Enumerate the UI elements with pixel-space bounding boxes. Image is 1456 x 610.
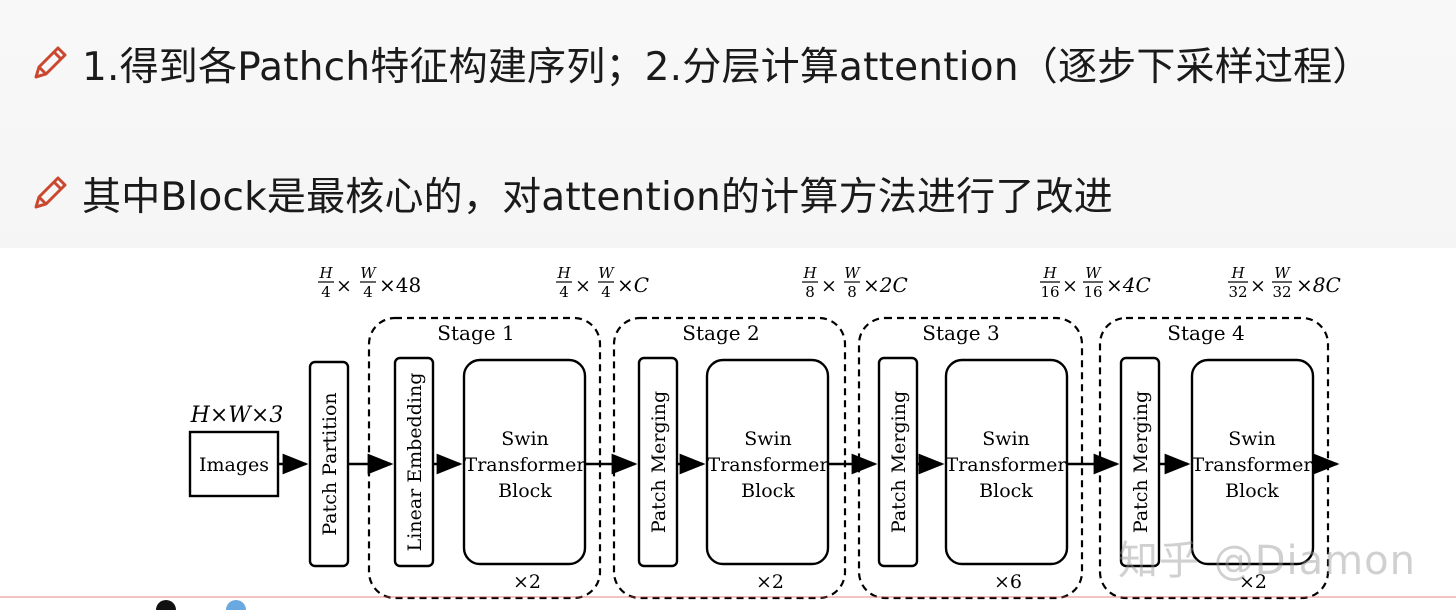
swin-block-line: Block [498,480,552,502]
dim-label-2: H 4 × W 4 ×C [556,264,649,301]
svg-text:16: 16 [1083,283,1102,301]
bullet-text: 其中Block是最核心的，对attention的计算方法进行了改进 [82,175,1113,220]
svg-text:4: 4 [363,283,373,301]
linear-embedding-label: Linear Embedding [404,373,426,552]
patch-merging-label: Patch Merging [888,391,910,533]
patch-partition-label: Patch Partition [319,392,341,535]
svg-text:W: W [844,264,861,282]
swin-block-stage-4: Swin Transformer Block [1190,358,1315,566]
svg-text:×48: ×48 [379,273,421,297]
svg-text:×: × [1062,275,1078,297]
dim-label-4: H 16 × W 16 ×4C [1040,264,1151,301]
pencil-icon [34,176,67,209]
dim-label-1: H 4 × W 4 ×48 [318,264,421,301]
swin-block-line: Transformer [708,454,830,476]
svg-text:W: W [598,264,615,282]
svg-text:W: W [360,264,377,282]
swin-block-stage-2: Swin Transformer Block [705,358,830,566]
svg-text:W: W [1085,264,1102,282]
svg-text:×: × [575,275,591,297]
patch-merging-box-stage-4 [1119,356,1161,568]
svg-text:×: × [336,275,352,297]
stage-2-repeat: ×2 [756,571,784,593]
svg-text:8: 8 [805,283,815,301]
svg-text:×2C: ×2C [863,273,908,297]
swin-block-line: Swin [744,428,792,450]
bottom-divider [0,596,1456,598]
stage-1-repeat: ×2 [513,571,541,593]
svg-text:8: 8 [847,283,857,301]
swin-block-line: Transformer [1192,454,1314,476]
stage-4-title: Stage 4 [1167,321,1244,345]
patch-merging-box-stage-3 [877,356,919,568]
swin-block-line: Block [979,480,1033,502]
stage-4-repeat: ×2 [1239,571,1267,593]
swin-block-line: Swin [1228,428,1276,450]
svg-text:×: × [821,275,837,297]
svg-text:H: H [802,264,817,282]
taskbar-icon [226,600,246,610]
bullet-item-2: 其中Block是最核心的，对attention的计算方法进行了改进 [28,166,1113,222]
images-box [188,430,280,498]
bullet-text: 1.得到各Pathch特征构建序列；2.分层计算attention（逐步下采样过… [82,45,1372,90]
swin-block-line: Transformer [946,454,1068,476]
swin-block-stage-3: Swin Transformer Block [944,358,1069,566]
patch-merging-box-stage-2 [637,356,679,568]
swin-block-line: Swin [982,428,1030,450]
svg-text:32: 32 [1272,283,1291,301]
svg-text:H: H [318,264,333,282]
svg-text:×4C: ×4C [1106,273,1151,297]
svg-text:H: H [556,264,571,282]
input-dimension: H×W×3 [190,403,284,428]
taskbar-icon [156,600,176,610]
linear-embedding-box [393,356,435,568]
swin-architecture-diagram: Stage 1 Stage 2 Stage 3 Stage 4 H×W×3 Im… [188,264,1341,600]
swin-block-line: Transformer [465,454,587,476]
svg-text:4: 4 [601,283,611,301]
stage-2-title: Stage 2 [682,321,759,345]
dim-label-5: H 32 × W 32 ×8C [1228,264,1341,301]
stage-3-title: Stage 3 [922,321,999,345]
bullet-item-1: 1.得到各Pathch特征构建序列；2.分层计算attention（逐步下采样过… [28,36,1372,92]
pencil-icon [34,46,67,79]
swin-block-line: Swin [501,428,549,450]
stage-1-title: Stage 1 [437,321,514,345]
swin-block-line: Block [741,480,795,502]
images-label: Images [199,454,269,476]
svg-text:32: 32 [1228,283,1247,301]
svg-text:W: W [1274,264,1291,282]
svg-text:×: × [1250,275,1266,297]
swin-block-line: Block [1225,480,1279,502]
swin-block-stage-1: Swin Transformer Block [462,358,587,566]
svg-text:×C: ×C [617,273,649,297]
svg-text:4: 4 [321,283,331,301]
svg-text:4: 4 [559,283,569,301]
dim-label-3: H 8 × W 8 ×2C [802,264,908,301]
watermark: 知乎 @Diamon [1118,538,1416,584]
svg-text:16: 16 [1040,283,1059,301]
svg-text:×8C: ×8C [1296,273,1341,297]
svg-text:H: H [1230,264,1245,282]
patch-merging-label: Patch Merging [1130,391,1152,533]
stage-3-repeat: ×6 [994,571,1022,593]
svg-text:H: H [1042,264,1057,282]
patch-merging-label: Patch Merging [648,391,670,533]
